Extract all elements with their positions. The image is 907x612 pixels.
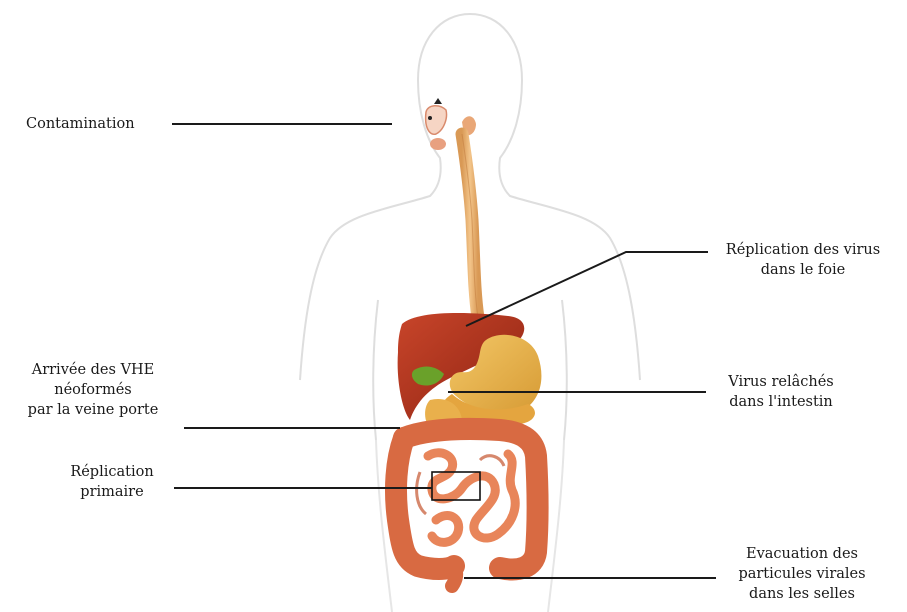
leader-line-liver [466,252,708,326]
label-line: particules virales [714,564,890,584]
label-line: dans les selles [714,584,890,604]
intestines [396,429,538,586]
label-primary-replication: Réplication primaire [52,462,172,502]
label-line: Arrivée des VHE [4,360,182,380]
label-line: primaire [52,482,172,502]
label-intestine-release: Virus relâchés dans l'intestin [706,372,856,412]
label-line: Réplication des virus [714,240,892,260]
label-line: Réplication [52,462,172,482]
label-line: Virus relâchés [706,372,856,392]
label-liver-replication: Réplication des virus dans le foie [714,240,892,280]
label-line: par la veine porte [4,400,182,420]
label-line: dans le foie [714,260,892,280]
label-contamination: Contamination [26,114,135,134]
label-line: Evacuation des [714,544,890,564]
label-line: Contamination [26,114,135,134]
label-line: néoformés [4,380,182,400]
label-portal-vein: Arrivée des VHE néoformés par la veine p… [4,360,182,420]
label-evacuation: Evacuation des particules virales dans l… [714,544,890,604]
label-line: dans l'intestin [706,392,856,412]
